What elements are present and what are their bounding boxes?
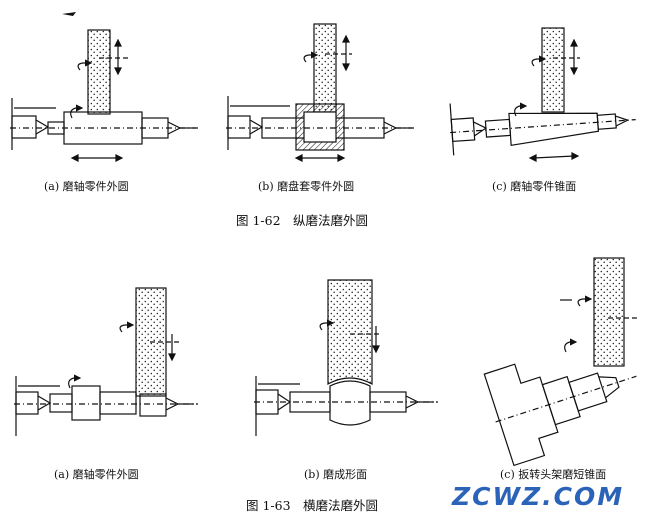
- caption-62c: (c) 磨轴零件锥面: [492, 180, 577, 193]
- figure-62-title: 图 1-62 纵磨法磨外圆: [236, 213, 369, 228]
- diagram-63c: [483, 257, 640, 467]
- diagram-62b: [226, 23, 416, 162]
- watermark-logo: ZCWZ.COM: [452, 482, 625, 511]
- stray-mark: [62, 12, 76, 16]
- grinding-wheel: [593, 257, 625, 367]
- figure-63-title: 图 1-63 横磨法磨外圆: [246, 498, 379, 513]
- caption-63b: (b) 磨成形面: [304, 468, 368, 481]
- workpiece-step: [49, 393, 73, 413]
- caption-62a: (a) 磨轴零件外圆: [44, 180, 129, 193]
- caption-62b: (b) 磨盘套零件外圆: [258, 180, 355, 193]
- formed-wheel: [327, 279, 373, 386]
- diagram-62a: [10, 29, 200, 162]
- diagram-62c: [449, 27, 636, 162]
- diagram-63a: [14, 287, 198, 436]
- tapered-workpiece: [508, 112, 600, 147]
- grinding-wheel: [541, 27, 565, 113]
- caption-63a: (a) 磨轴零件外圆: [54, 468, 139, 481]
- swivelled-headstock: [483, 363, 559, 467]
- caption-63c: (c) 扳转头架磨短锥面: [500, 468, 607, 481]
- grinding-wheel: [313, 23, 337, 113]
- rotation-arrow-icon: [77, 59, 93, 71]
- grinding-wheel: [87, 29, 111, 115]
- diagram-63b: [254, 279, 438, 436]
- formed-workpiece: [329, 380, 371, 426]
